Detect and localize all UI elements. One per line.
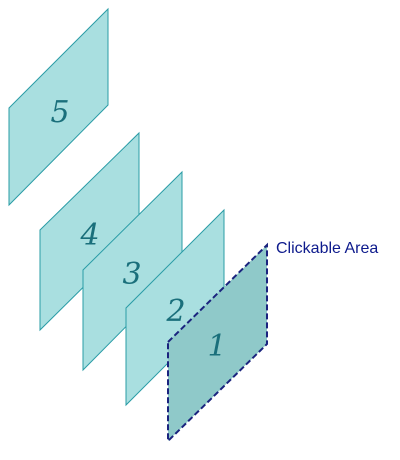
- layer-1-label: 1: [207, 329, 226, 364]
- layer-2: 2: [125, 208, 225, 407]
- layer-2-label: 2: [165, 294, 185, 329]
- layer-3-label: 3: [122, 257, 141, 292]
- layer-5: 5: [8, 7, 109, 207]
- layer-1-panel[interactable]: [167, 242, 268, 444]
- clickable-area-callout: Clickable Area: [276, 240, 378, 257]
- layer-3: 3: [82, 170, 183, 372]
- layer-5-label: 5: [50, 95, 69, 130]
- layer-5-panel: [8, 7, 109, 207]
- layer-1-clickable-area[interactable]: 1: [167, 242, 268, 444]
- layer-4-label: 4: [79, 218, 99, 253]
- layer-4: 4: [39, 131, 140, 332]
